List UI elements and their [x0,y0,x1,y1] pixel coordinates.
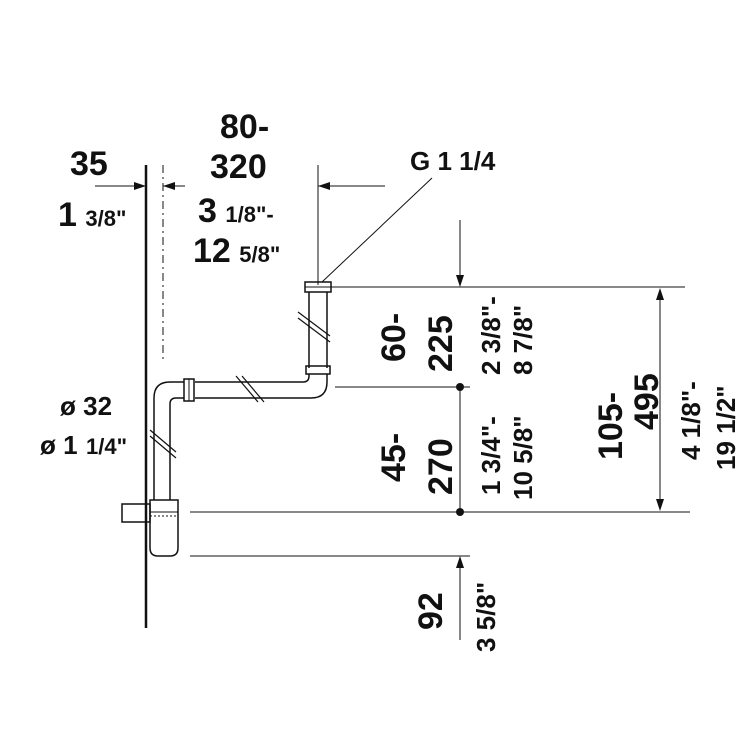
outlet-diameter-inch: ø 1 1/4" [40,430,127,460]
horizontal-offset-mm-line1: 80- [220,108,269,146]
lower-height-mm-line1: 45- [375,433,413,482]
horizontal-offset-inch2-frac: 5/8" [239,242,280,267]
wall-offset-mm: 35 [70,145,108,183]
lower-height-inch-line2: 10 5/8" [508,415,538,500]
upper-height-mm-line2: 225 [422,315,460,372]
total-height-mm-line1: 105- [592,392,630,460]
lower-height-mm-line2: 270 [422,438,460,495]
upper-height-inch-line2: 8 7/8" [508,305,538,375]
upper-height-mm-line1: 60- [375,313,413,362]
lower-height-inch-line1: 1 3/4"- [476,416,506,495]
wall-offset-inch-frac: 3/8" [85,206,126,231]
connection-thread-label: G 1 1/4 [410,146,496,176]
outlet-diameter-inch-frac: 1/4" [86,434,127,459]
total-height-mm-line2: 495 [628,373,666,430]
thread-leader-line [321,177,433,283]
vertical-dimension-chain [456,220,464,640]
horizontal-offset-inch1-frac: 1/8"- [225,202,273,227]
wall-offset-inch: 1 3/8" [58,196,126,234]
outlet-diameter-mm: ø 32 [60,391,112,421]
total-height-dimension [656,288,664,511]
bottom-clearance-mm: 92 [412,592,450,630]
horizontal-offset-inch-line1: 3 1/8"- [198,192,274,230]
bottom-clearance-inch: 3 5/8" [471,582,501,652]
wall-offset-inch-whole: 1 [58,196,77,234]
horizontal-offset-mm-line2: 320 [210,148,267,186]
horizontal-offset-inch2-whole: 12 [193,232,231,270]
outlet-diameter-inch-prefix: ø 1 [40,430,78,460]
horizontal-offset-dimension [317,165,385,285]
upper-height-inch-line1: 2 3/8"- [476,296,506,375]
horizontal-offset-inch-line2: 12 5/8" [193,232,280,270]
reference-lines [190,286,690,557]
wall-offset-dimension [95,165,185,360]
total-height-inch-line1: 4 1/8"- [676,381,706,460]
horizontal-offset-inch1-whole: 3 [198,192,217,230]
siphon-pipe [121,281,332,557]
total-height-inch-line2: 19 1/2" [711,385,741,470]
